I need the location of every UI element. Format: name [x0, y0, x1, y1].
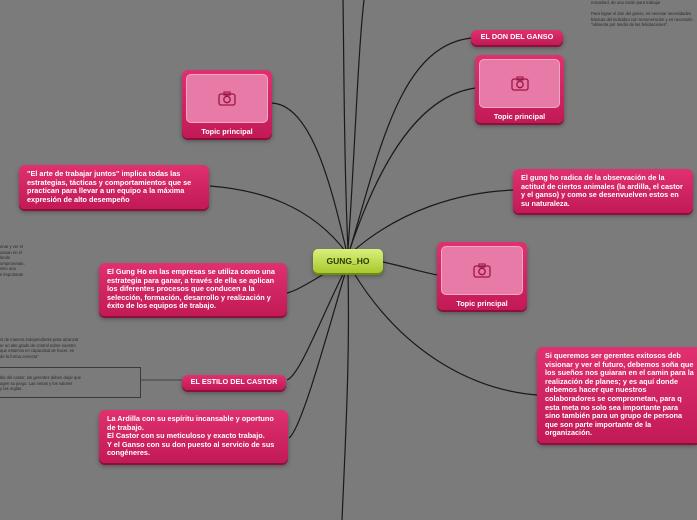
camera-icon: [510, 76, 529, 91]
connector-arte: [209, 185, 347, 253]
side-note-ganso: remarked, de una razón para trabajar Par…: [591, 0, 693, 28]
side-note-castor-b: tilo del castor, los gerentes deben deja…: [0, 375, 82, 392]
topic-gung-ho-empresas[interactable]: El Gung Ho en las empresas se utiliza co…: [99, 263, 287, 316]
topic-arte-trabajar[interactable]: "El arte de trabajar juntos" implica tod…: [19, 165, 209, 210]
side-note-left-mid: onar y ver el uiaran en el londe omprome…: [0, 244, 25, 277]
topic-picture-left[interactable]: Topic principal: [182, 70, 272, 138]
connector-animales: [288, 269, 347, 439]
topic-don-del-ganso[interactable]: EL DON DEL GANSO: [471, 30, 563, 45]
side-note-castor-box: [0, 367, 141, 398]
picture-caption: Topic principal: [493, 112, 546, 121]
connector-top-b: [347, 0, 365, 250]
connector-downward: [341, 272, 350, 520]
connector-top-a: [342, 0, 349, 250]
picture-placeholder: [186, 74, 268, 123]
connector-don-ganso: [349, 37, 473, 250]
topic-estilo-castor[interactable]: EL ESTILO DEL CASTOR: [182, 375, 286, 390]
picture-placeholder: [441, 246, 523, 295]
camera-icon: [218, 91, 236, 106]
topic-gung-ho-radica[interactable]: El gung ho radica de la observación de l…: [513, 169, 693, 214]
topic-picture-ganso[interactable]: Topic principal: [475, 55, 564, 123]
camera-icon: [473, 263, 491, 278]
connector-gerentes: [351, 269, 539, 396]
connector-topic-right: [382, 261, 439, 276]
connector-ganso-pic: [349, 87, 477, 250]
topic-gerentes[interactable]: Si queremos ser gerentes exitosos deb vi…: [537, 347, 697, 443]
topic-picture-right[interactable]: Topic principal: [437, 242, 527, 310]
topic-animales[interactable]: La Ardilla con su espíritu incansable y …: [99, 410, 288, 463]
picture-placeholder: [479, 59, 560, 108]
picture-caption: Topic principal: [201, 127, 253, 136]
central-topic[interactable]: GUNG_HO: [313, 249, 383, 273]
connector-castor: [286, 267, 347, 381]
connector-radica: [351, 189, 515, 253]
connector-topic-left: [271, 102, 347, 250]
picture-caption: Topic principal: [456, 299, 508, 308]
side-note-castor-a: ol de manera independiente para alcanzar…: [0, 337, 79, 359]
